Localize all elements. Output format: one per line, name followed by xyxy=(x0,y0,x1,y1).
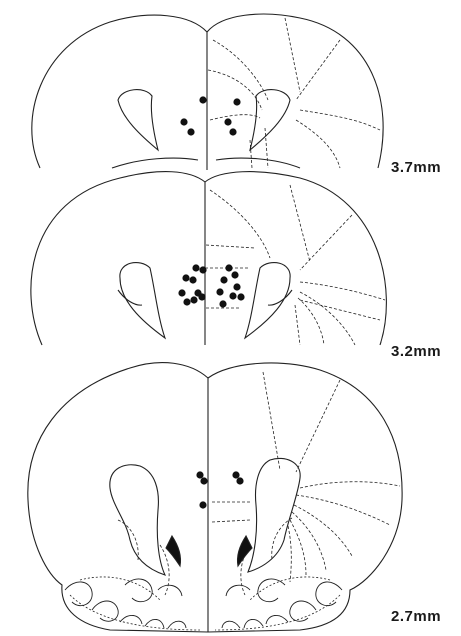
injection-site xyxy=(199,266,206,273)
section-label-3-2: 3.2mm xyxy=(391,343,441,360)
section-3-7-right-base xyxy=(216,158,300,168)
injection-site xyxy=(189,276,196,283)
section-2-7-right-black-wedge xyxy=(237,536,252,566)
injection-site xyxy=(219,300,226,307)
section-2-7-injection-sites xyxy=(196,471,243,508)
section-3-7-region-boundaries xyxy=(208,18,380,168)
injection-site xyxy=(196,471,203,478)
section-3-2-injection-sites xyxy=(178,264,244,307)
section-3-2-right-ventricle-inner xyxy=(268,290,292,305)
injection-site xyxy=(233,98,240,105)
section-3-7-left-ventricle xyxy=(118,90,158,150)
injection-site xyxy=(237,293,244,300)
injection-site xyxy=(192,264,199,271)
injection-site xyxy=(220,276,227,283)
section-2-7-right-ventricle xyxy=(248,458,300,572)
section-3-7-left-base xyxy=(112,158,198,168)
injection-site xyxy=(236,477,243,484)
section-label-2-7: 2.7mm xyxy=(391,608,441,625)
injection-site xyxy=(233,283,240,290)
injection-site xyxy=(229,292,236,299)
injection-site xyxy=(199,501,206,508)
injection-site xyxy=(216,288,223,295)
section-3-7 xyxy=(32,14,383,170)
section-3-2-left-ventricle-inner xyxy=(118,290,142,305)
injection-site xyxy=(199,96,206,103)
injection-site xyxy=(200,477,207,484)
injection-site xyxy=(178,289,185,296)
injection-site xyxy=(198,293,205,300)
injection-site xyxy=(224,118,231,125)
section-3-2-left-ventricle xyxy=(120,263,165,338)
section-2-7-bottom-folds-dashed xyxy=(70,577,340,630)
section-2-7-bottom-folds xyxy=(65,579,342,628)
section-3-2-region-boundaries xyxy=(205,185,385,345)
injection-site xyxy=(182,274,189,281)
section-2-7-left-black-wedge xyxy=(166,536,181,566)
injection-site xyxy=(190,296,197,303)
injection-site xyxy=(183,298,190,305)
injection-site xyxy=(229,128,236,135)
section-3-2-right-ventricle xyxy=(245,263,290,338)
section-2-7-outline xyxy=(28,363,402,632)
section-label-3-7: 3.7mm xyxy=(391,159,441,176)
injection-site xyxy=(187,128,194,135)
section-3-2-outline xyxy=(31,172,387,345)
injection-site xyxy=(231,271,238,278)
section-2-7 xyxy=(28,363,402,632)
injection-site xyxy=(180,118,187,125)
injection-site xyxy=(232,471,239,478)
injection-site xyxy=(225,264,232,271)
section-3-2 xyxy=(31,172,387,345)
